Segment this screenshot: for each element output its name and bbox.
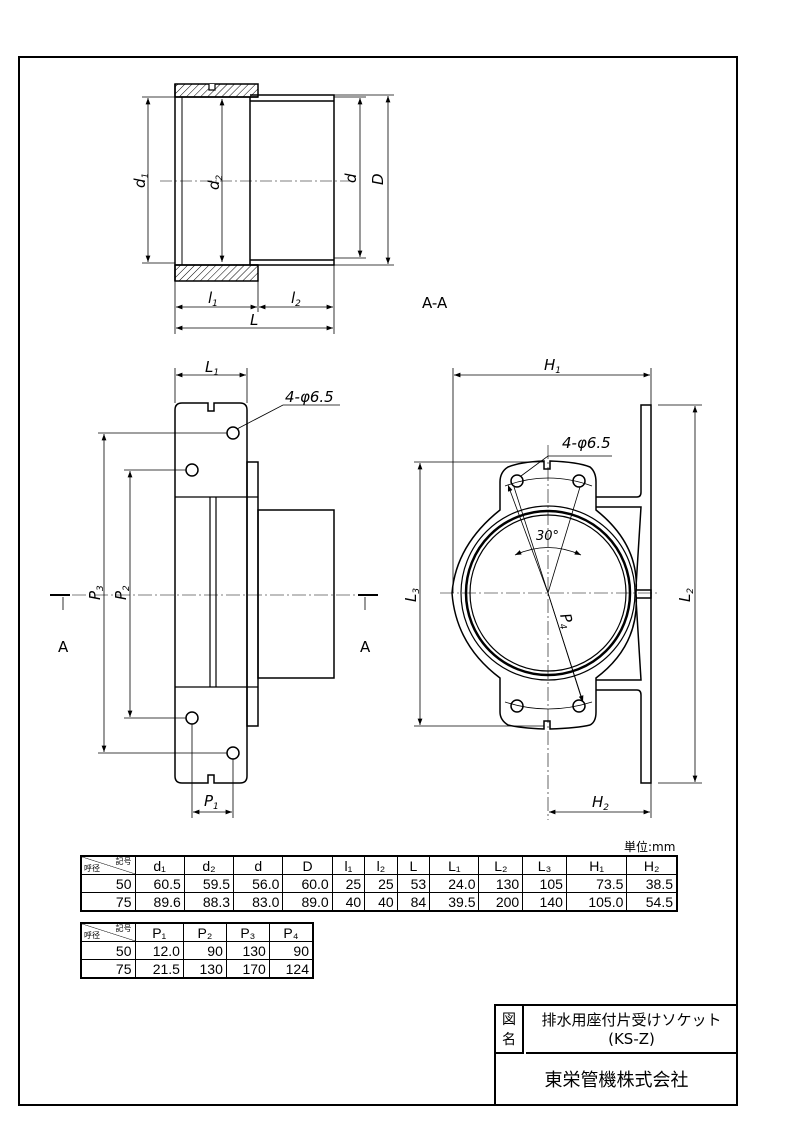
table-cell: 53: [396, 874, 431, 893]
table-cell: 25: [331, 874, 366, 893]
table-header: P₂: [182, 922, 227, 942]
dim-label-d: d: [342, 173, 360, 183]
hole-callout-side: 4-φ6.5: [562, 434, 611, 452]
table-cell: 75: [80, 959, 136, 979]
section-mark-left: A: [58, 638, 69, 656]
table-cell: 24.0: [429, 874, 480, 893]
unit-label: 単位:mm: [624, 840, 676, 854]
table-cell: 124: [268, 959, 314, 979]
hole-callout-front: 4-φ6.5: [285, 388, 334, 406]
table-cell: 90: [182, 941, 227, 960]
table-cell: 83.0: [233, 892, 284, 912]
table-cell: 170: [225, 959, 270, 979]
side-view: [440, 404, 660, 820]
table-cell: 59.5: [183, 874, 235, 893]
section-dimensions: [142, 94, 394, 334]
table-cell: 88.3: [183, 892, 235, 912]
dim-label-P1: P1: [204, 792, 219, 812]
drawing-frame: [18, 56, 738, 1106]
table-cell: 89.0: [282, 892, 333, 912]
section-label: A-A: [422, 294, 448, 312]
table-cell: 39.5: [429, 892, 480, 912]
table-cell: 56.0: [233, 874, 284, 893]
dim-label-H2: H2: [592, 793, 609, 813]
table-cell: 50: [80, 874, 136, 893]
dim-label-d1: d1: [131, 173, 151, 188]
table-cell: 84: [396, 892, 431, 912]
table-cell: 12.0: [134, 941, 184, 960]
dim-label-L: L: [250, 311, 258, 329]
table-header: L: [396, 855, 431, 875]
product-name: 排水用座付片受けソケット: [541, 1011, 722, 1029]
table-header: H₁: [565, 855, 628, 875]
table-cell: 40: [364, 892, 398, 912]
dim-label-L3: L3: [402, 588, 422, 602]
product-model: (KS-Z): [608, 1030, 655, 1048]
table-cell: 105: [522, 874, 567, 893]
table-header: L₃: [522, 855, 567, 875]
table-cell: 54.5: [626, 892, 678, 912]
table-cell: 38.5: [626, 874, 678, 893]
section-mark-right: A: [360, 638, 371, 656]
table-header: l₂: [364, 855, 398, 875]
table-cell: 90: [268, 941, 314, 960]
table-header: P₁: [134, 922, 184, 942]
dim-label-L2: L2: [676, 588, 696, 602]
table-corner: 記号呼径: [80, 855, 136, 875]
table-cell: 60.5: [134, 874, 185, 893]
label-char: 図: [502, 1012, 516, 1028]
table-corner: 記号呼径: [80, 922, 136, 942]
table-header: P₃: [225, 922, 270, 942]
drawing-name: 排水用座付片受けソケット (KS-Z): [526, 1006, 737, 1054]
table-cell: 105.0: [565, 892, 628, 912]
table-header: l₁: [331, 855, 366, 875]
table-cell: 75: [80, 892, 136, 912]
table-header-row: 記号呼径 P₁ P₂ P₃ P₄: [80, 922, 314, 942]
table-cell: 50: [80, 941, 136, 960]
dim-label-D: D: [369, 173, 387, 185]
front-dimensions: [62, 368, 366, 818]
table-cell: 130: [182, 959, 227, 979]
dim-label-P3: P3: [86, 585, 106, 600]
table-cell: 25: [364, 874, 398, 893]
table-cell: 89.6: [134, 892, 185, 912]
table-header: d₂: [183, 855, 235, 875]
dim-label-d2: d2: [205, 174, 225, 190]
company-name: 東栄管機株式会社: [544, 1070, 689, 1091]
dim-label-l1: l1: [208, 289, 218, 309]
table-cell: 130: [478, 874, 524, 893]
table-cell: 40: [331, 892, 366, 912]
table-cell: 130: [225, 941, 270, 960]
dim-label-H1: H1: [544, 356, 561, 376]
table-header: d: [233, 855, 284, 875]
table-cell: 21.5: [134, 959, 184, 979]
angle-label: 30°: [536, 529, 559, 544]
table-cell: 200: [478, 892, 524, 912]
dimension-table: 記号呼径 d₁ d₂ d D l₁ l₂ L L₁ L₂ L₃ H₁ H₂ 50…: [80, 855, 678, 912]
table-cell: 60.0: [282, 874, 333, 893]
title-block: 図 名 排水用座付片受けソケット (KS-Z) 東栄管機株式会社: [494, 1004, 737, 1105]
section-view: [160, 83, 350, 282]
table-cell: 140: [522, 892, 567, 912]
table-header: d₁: [134, 855, 185, 875]
table-header: D: [282, 855, 333, 875]
dim-label-l2: l2: [291, 289, 301, 309]
table-header-row: 記号呼径 d₁ d₂ d D l₁ l₂ L L₁ L₂ L₃ H₁ H₂: [80, 855, 678, 875]
dim-label-P2: P2: [112, 585, 132, 600]
table-header: P₄: [268, 922, 314, 942]
table-header: L₁: [429, 855, 480, 875]
drawing-name-label: 図 名: [496, 1006, 524, 1054]
label-char: 名: [502, 1032, 516, 1048]
table-header: H₂: [626, 855, 678, 875]
dim-label-L1: L1: [205, 358, 219, 378]
table-cell: 73.5: [565, 874, 628, 893]
side-dimensions: [414, 368, 702, 818]
table-header: L₂: [478, 855, 524, 875]
dim-label-P4: P4: [554, 611, 577, 631]
